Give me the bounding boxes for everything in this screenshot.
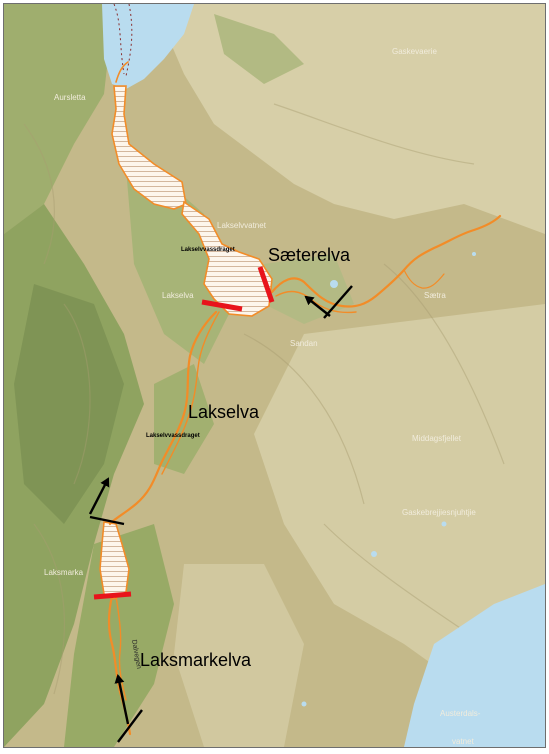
arrow-laksmarkelva — [114, 674, 130, 725]
map-frame[interactable]: Aursletta Gaskevaerie Lakselvvatnet Laks… — [3, 3, 546, 748]
river-saeterelva — [270, 214, 502, 308]
water-bodies — [102, 4, 545, 747]
label-laksmarkelva: Laksmarkelva — [140, 650, 252, 670]
place-labels: Aursletta Gaskevaerie Lakselvvatnet Laks… — [44, 47, 481, 746]
label-laksmarka: Laksmarka — [44, 568, 84, 577]
barrier-saeterelva — [257, 266, 275, 303]
label-saetra: Sætra — [424, 291, 446, 300]
label-lakselva: Lakselva — [188, 402, 260, 422]
zone-lakselvvatnet — [181, 200, 273, 317]
barrier-laksmarka — [93, 591, 132, 600]
bar-saeterelva — [323, 285, 353, 319]
label-saeterelva: Sæterelva — [268, 245, 351, 265]
bar-lakselva — [89, 515, 125, 526]
label-middagsfjellet: Middagsfjellet — [412, 434, 462, 443]
barrier-lakselva — [201, 299, 243, 312]
label-lakselvvassdraget-upper: Lakselvvassdraget — [181, 247, 235, 253]
label-lakselvvassdraget-lower: Lakselvvassdraget — [146, 433, 200, 439]
lake-austerdalsvatnet — [404, 584, 545, 747]
forest-areas — [4, 4, 354, 747]
label-sandan: Sandan — [290, 339, 318, 348]
label-lakselva-small: Lakselva — [162, 291, 194, 300]
arrow-lakselva — [88, 477, 110, 515]
bar-laksmarkelva — [117, 709, 143, 743]
fjord — [102, 4, 194, 89]
direction-arrows — [88, 285, 353, 743]
label-lakselvvatnet: Lakselvvatnet — [217, 221, 267, 230]
label-aursletta: Aursletta — [54, 93, 86, 102]
label-austerdalsvatnet-2: vatnet — [452, 737, 475, 746]
rivers — [107, 61, 502, 736]
label-gaskebrejjiesnjuhtjie: Gaskebrejjiesnjuhtjie — [402, 508, 476, 517]
river-lakselva — [108, 310, 218, 526]
map-canvas[interactable]: Aursletta Gaskevaerie Lakselvvatnet Laks… — [4, 4, 545, 747]
ferry-route — [113, 4, 125, 75]
label-austerdalsvatnet-1: Austerdals- — [440, 709, 481, 718]
label-gaskevaerie: Gaskevaerie — [392, 47, 437, 56]
barrier-lines — [93, 266, 275, 600]
protected-zones — [99, 85, 273, 600]
arrow-saeterelva — [304, 295, 331, 317]
zone-upper-river — [111, 85, 187, 210]
